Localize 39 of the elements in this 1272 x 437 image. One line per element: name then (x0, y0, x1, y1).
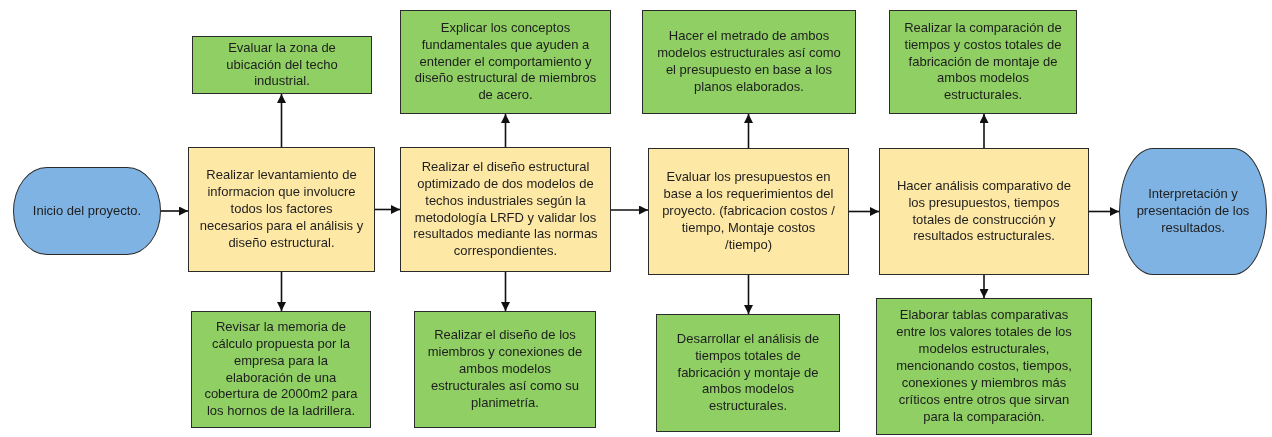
task-box (191, 311, 371, 428)
arrow (979, 113, 989, 149)
arrow (744, 113, 753, 149)
node-text: Hacer análisis comparativo de los presupuestos, tiempos totales de construcción y resultados estructurales. (895, 177, 1073, 246)
arrow (160, 206, 189, 216)
node-text: Evaluar la zona de ubicación del techo industrial. (225, 39, 339, 91)
arrow (1088, 207, 1120, 216)
node-text: Inicio del proyecto. (32, 202, 142, 220)
arrow (374, 205, 401, 214)
task-box (414, 311, 596, 428)
node-text: Realizar el diseño estructural optimizado de dos modelos de techos industriales según la metodología LRFD y validar los resultados mediante las normas correspondientes. (412, 158, 599, 261)
arrow (610, 205, 649, 215)
arrow (501, 113, 510, 148)
process-box (400, 147, 611, 272)
process-box (879, 148, 1089, 275)
task-box (400, 10, 611, 114)
node-text: Explicar los conceptos fundamentales que ayuden a entender el comportamiento y diseño estructural de miembros de acero. (413, 19, 598, 105)
node-text: Revisar la memoria de cálculo propuesta por la empresa para la elaboración de una cobertura de 2000m2 para los hornos de la ladrillera. (203, 318, 359, 421)
node-text: Interpretación y presentación de los resultados. (1135, 186, 1251, 237)
task-box (642, 10, 856, 114)
arrow (277, 271, 286, 312)
task-box (656, 314, 840, 432)
arrow (277, 93, 286, 148)
node-text: Realizar el diseño de los miembros y conexiones de ambos modelos estructurales así como su planimetría. (426, 327, 584, 412)
task-box (889, 10, 1077, 114)
node-text: Realizar la comparación de tiempos y costos totales de fabricación de montaje de ambos modelos estructurales. (903, 19, 1063, 105)
process-box (188, 147, 375, 272)
process-box (648, 148, 849, 275)
arrow (848, 207, 880, 216)
node-text: Desarrollar el análisis de tiempos totales de fabricación y montaje de ambos modelos estructurales. (675, 330, 821, 416)
arrow (979, 274, 989, 299)
task-box (192, 36, 372, 94)
task-box (876, 298, 1092, 435)
node-text: Realizar levantamiento de informacion que involucre todos los factores necesarios para el análisis y diseño estructural. (199, 167, 364, 252)
node-text: Hacer el metrado de ambos modelos estructurales así como el presupuesto en base a los planos elaborados. (656, 28, 842, 96)
node-text: Evaluar los presupuestos en base a los requerimientos del proyecto. (fabricacion costos / tiempo, Montaje costos /tiempo) (661, 169, 836, 254)
node-text: Elaborar tablas comparativas entre los valores totales de los modelos estructurales, mencionando costos, tiempos, conexiones y miembros más críticos entre otros que sirvan para la comparación. (895, 307, 1073, 426)
arrow (744, 274, 753, 315)
arrow (501, 271, 510, 312)
